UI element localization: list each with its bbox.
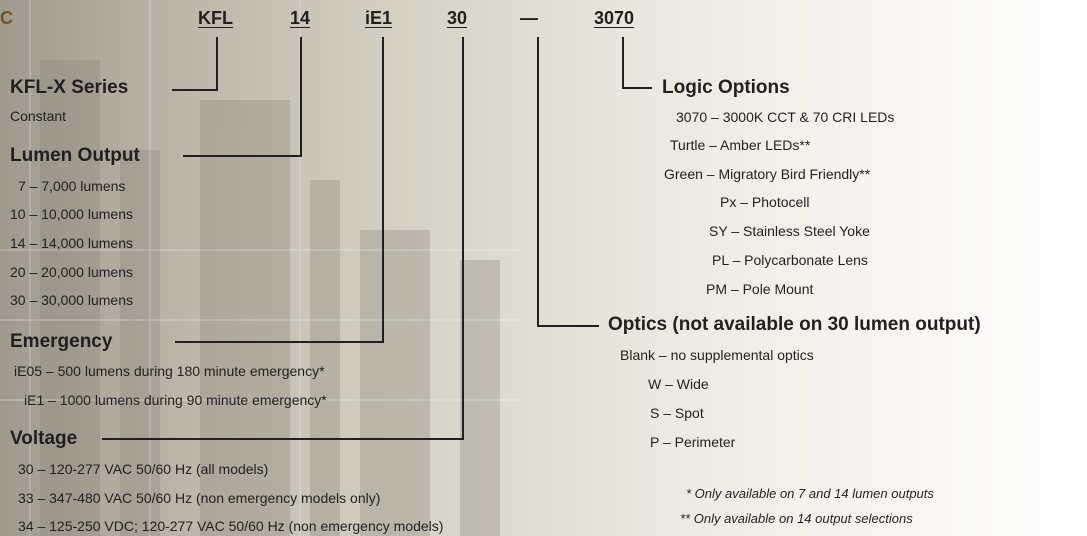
optics-item: S – Spot — [650, 405, 704, 421]
optics-item: W – Wide — [648, 376, 709, 392]
lumen-item: 30 – 30,000 lumens — [10, 292, 133, 308]
code-emergency: iE1 — [365, 8, 393, 28]
code-series: KFL — [198, 8, 233, 28]
optics-item: P – Perimeter — [650, 434, 736, 450]
emergency-item: iE1 – 1000 lumens during 90 minute emerg… — [24, 392, 327, 408]
connector-optics-vertical — [537, 37, 539, 327]
connector-lumen-horizontal — [183, 155, 302, 157]
lumen-item: 10 – 10,000 lumens — [10, 206, 133, 222]
logic-item: SY – Stainless Steel Yoke — [709, 223, 870, 239]
code-logic: 3070 — [594, 8, 635, 28]
voltage-item: 33 – 347-480 VAC 50/60 Hz (non emergency… — [18, 490, 381, 506]
lumen-heading: Lumen Output — [10, 145, 140, 166]
footnote-single-asterisk: * Only available on 7 and 14 lumen outpu… — [686, 486, 934, 501]
logic-item: Turtle – Amber LEDs** — [670, 137, 811, 153]
connector-series-vertical — [216, 37, 218, 91]
series-subtitle: Constant — [10, 108, 67, 124]
series-heading: KFL-X Series — [10, 77, 129, 98]
logic-item: Px – Photocell — [720, 194, 810, 210]
code-voltage: 30 — [447, 8, 468, 28]
voltage-heading: Voltage — [10, 428, 78, 449]
voltage-item: 30 – 120-277 VAC 50/60 Hz (all models) — [18, 461, 269, 477]
logic-item: PM – Pole Mount — [706, 281, 814, 297]
logic-item: PL – Polycarbonate Lens — [712, 252, 868, 268]
code-optics: — — [520, 8, 538, 28]
logic-item: Green – Migratory Bird Friendly** — [664, 166, 871, 182]
logic-item: 3070 – 3000K CCT & 70 CRI LEDs — [676, 109, 895, 125]
connector-emergency-vertical — [382, 37, 384, 343]
footnote-double-asterisk: ** Only available on 14 output selection… — [680, 511, 913, 526]
lumen-item: 14 – 14,000 lumens — [10, 235, 133, 251]
emergency-heading: Emergency — [10, 331, 113, 352]
connector-optics-horizontal — [537, 325, 599, 327]
code-partial-prefix: C — [0, 8, 13, 28]
voltage-item: 34 – 125-250 VDC; 120-277 VAC 50/60 Hz (… — [18, 518, 444, 534]
optics-item: Blank – no supplemental optics — [620, 347, 814, 363]
connector-voltage-horizontal — [102, 438, 464, 440]
connector-logic-horizontal — [622, 87, 652, 89]
connector-voltage-vertical — [462, 37, 464, 440]
emergency-item: iE05 – 500 lumens during 180 minute emer… — [14, 363, 325, 379]
connector-series-horizontal — [172, 89, 218, 91]
connector-emergency-horizontal — [175, 341, 384, 343]
lumen-item: 20 – 20,000 lumens — [10, 264, 133, 280]
lumen-item: 7 – 7,000 lumens — [18, 178, 126, 194]
optics-heading: Optics (not available on 30 lumen output… — [608, 314, 981, 335]
logic-heading: Logic Options — [662, 77, 790, 98]
connector-lumen-vertical — [300, 37, 302, 157]
connector-logic-vertical — [622, 37, 624, 89]
code-lumen: 14 — [290, 8, 311, 28]
